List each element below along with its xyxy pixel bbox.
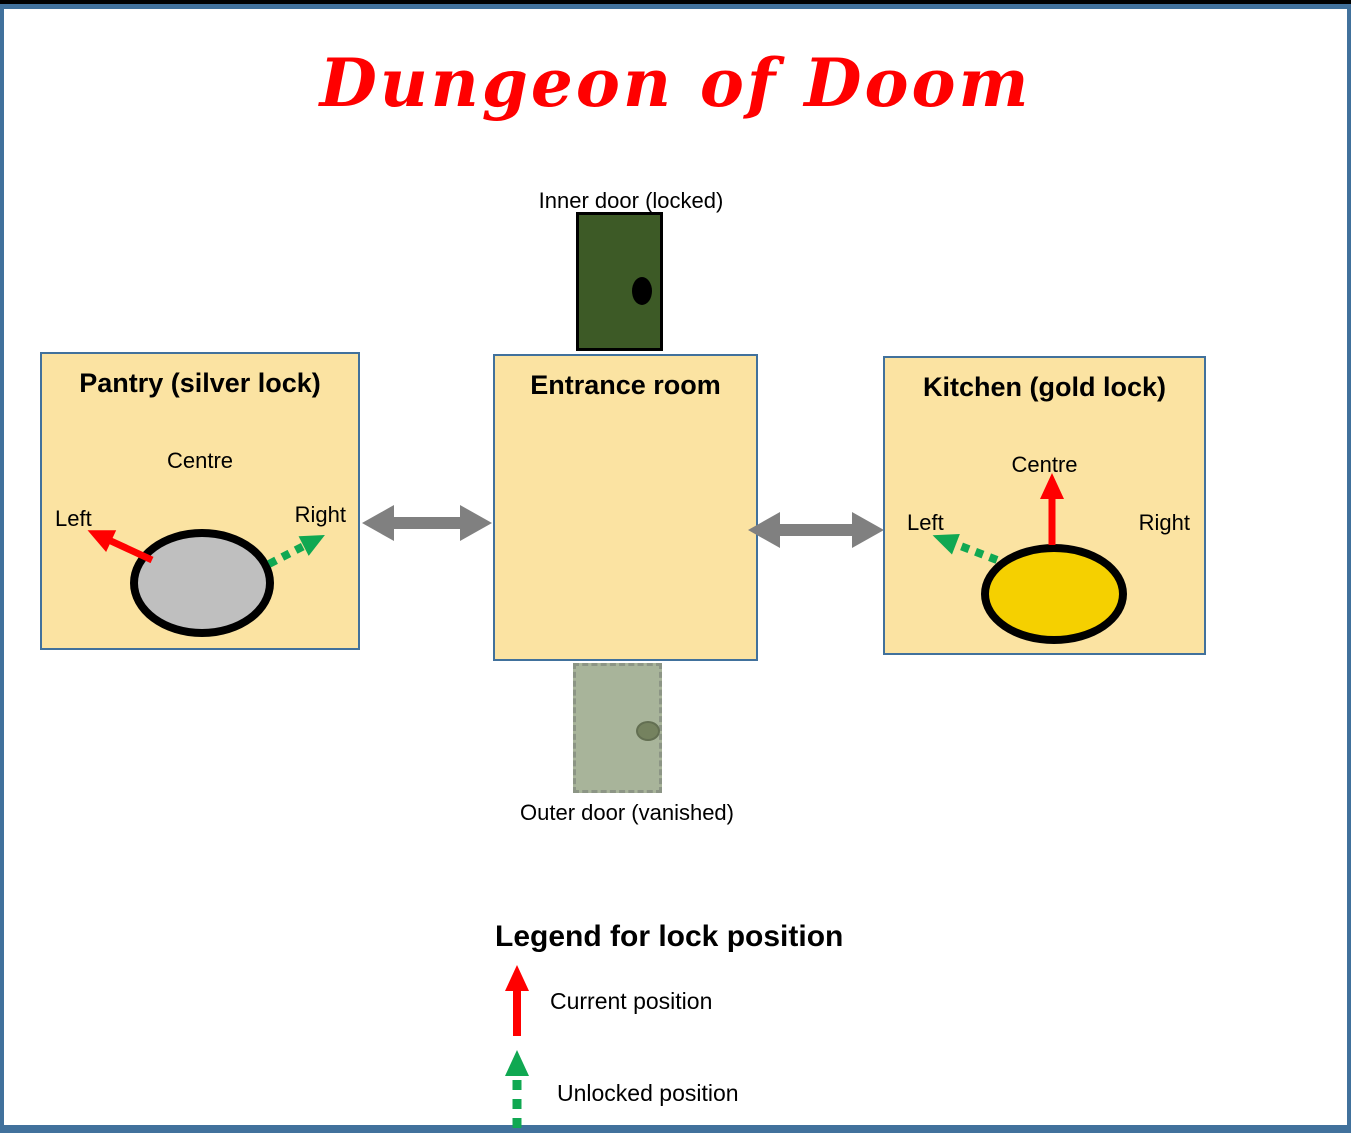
green-arrow-head (932, 533, 960, 555)
page-title: Dungeon of Doom (319, 44, 1032, 122)
pantry-left-label: Left (55, 506, 92, 531)
green-arrow-head (298, 535, 325, 556)
double-arrow-shape (748, 512, 884, 548)
inner-door-knob-icon (632, 277, 652, 305)
red-arrow-head (87, 530, 117, 553)
legend-unlocked-label: Unlocked position (557, 1080, 739, 1106)
inner-door-label: Inner door (locked) (538, 188, 724, 213)
inner-door (576, 212, 663, 351)
pantry-title: Pantry (silver lock) (79, 368, 321, 398)
red-arrow-head (505, 965, 529, 991)
kitchen-right-label: Right (1138, 510, 1190, 535)
green-dotted-line (267, 542, 307, 568)
page-border-right (1347, 9, 1351, 1133)
legend-current-label: Current position (550, 988, 713, 1014)
kitchen-title: Kitchen (gold lock) (923, 372, 1166, 402)
legend-current-position-arrow (505, 965, 529, 1036)
pantry-silver-lock (130, 529, 274, 637)
connector-arrow-entrance-kitchen (748, 512, 884, 548)
kitchen-arrows (932, 473, 1064, 564)
kitchen-left-label: Left (907, 510, 944, 535)
legend-unlocked-position-arrow (505, 1050, 529, 1133)
pantry-centre-label: Centre (166, 448, 234, 473)
pantry-current-position-arrow (87, 530, 154, 564)
page-border-bottom (0, 1125, 1351, 1133)
page-border-top (0, 4, 1351, 9)
outer-door-knob-icon (636, 721, 660, 741)
red-arrow-line (106, 536, 154, 564)
kitchen-gold-lock (981, 544, 1127, 644)
entrance-title: Entrance room (530, 370, 721, 400)
page-border-top-black (0, 0, 1351, 4)
outer-door (573, 663, 662, 793)
room-kitchen: Kitchen (gold lock) Centre Left Right (883, 356, 1206, 655)
pantry-arrows (87, 530, 325, 568)
kitchen-current-position-arrow (1040, 473, 1064, 545)
legend-heading: Legend for lock position (495, 920, 844, 953)
green-dotted-line (954, 540, 999, 564)
room-pantry: Pantry (silver lock) Centre Left Right (40, 352, 360, 650)
room-entrance: Entrance room (493, 354, 758, 661)
kitchen-centre-label: Centre (1011, 452, 1078, 477)
green-arrow-head (505, 1050, 529, 1076)
pantry-unlocked-position-arrow (267, 535, 325, 568)
red-arrow-head (1040, 473, 1064, 499)
connector-arrow-pantry-entrance (362, 505, 492, 541)
kitchen-unlocked-position-arrow (932, 533, 999, 564)
double-arrow-shape (362, 505, 492, 541)
outer-door-label: Outer door (vanished) (520, 800, 734, 825)
pantry-right-label: Right (294, 502, 346, 527)
page-border-left (0, 9, 4, 1133)
